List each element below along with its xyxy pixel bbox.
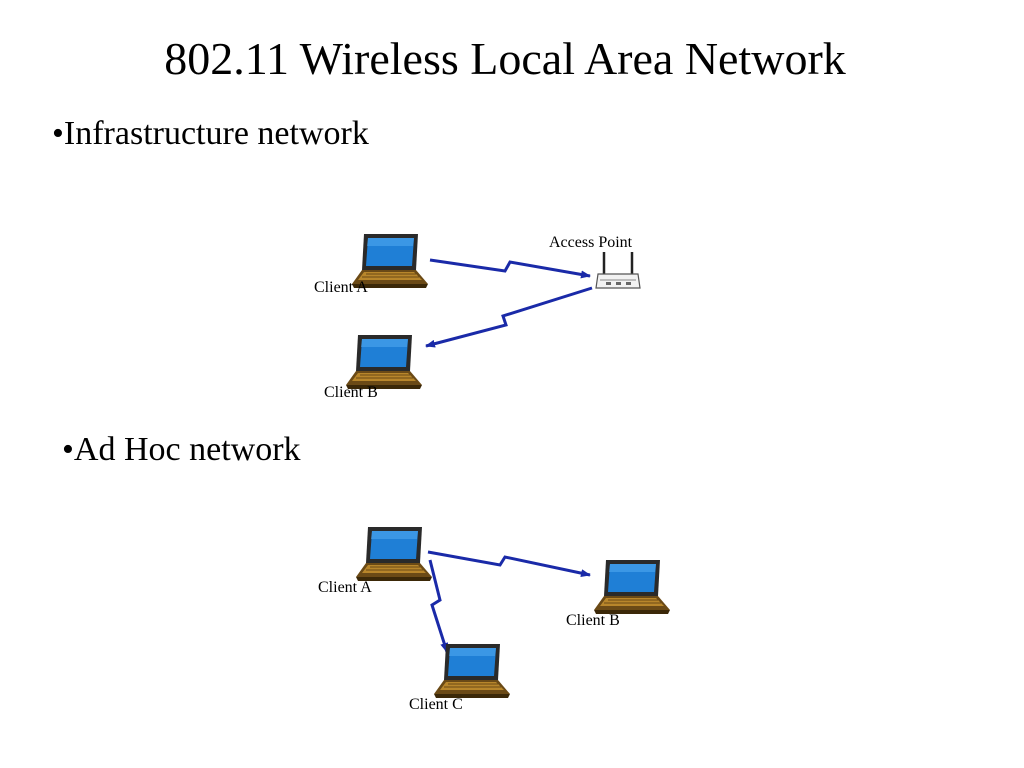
laptop-icon	[355, 526, 433, 582]
node-label-access-point: Access Point	[549, 234, 633, 251]
node-label-client-a: Client A	[314, 279, 368, 296]
node-label-client-b: Client B	[566, 612, 620, 629]
slide-title: 802.11 Wireless Local Area Network	[164, 33, 846, 84]
node-label-client-b: Client B	[324, 384, 378, 401]
access-point-icon	[595, 252, 641, 289]
ad-hoc-diagram: Client A Client B Client C	[318, 526, 671, 713]
infrastructure-diagram: Client A Access Point Client B	[314, 233, 641, 401]
laptop-icon	[593, 559, 671, 615]
node-label-client-c: Client C	[409, 696, 463, 713]
link-access-point-to-client-b	[425, 286, 593, 348]
link-client-a-to-client-c	[428, 559, 449, 653]
bullet-infrastructure-network: •Infrastructure network	[52, 115, 369, 152]
bullet-ad-hoc-network: •Ad Hoc network	[62, 431, 301, 468]
link-client-a-to-access-point	[429, 258, 591, 279]
link-client-a-to-client-b	[427, 550, 591, 578]
laptop-icon	[345, 334, 423, 390]
node-label-client-a: Client A	[318, 579, 372, 596]
laptop-icon	[433, 643, 511, 699]
